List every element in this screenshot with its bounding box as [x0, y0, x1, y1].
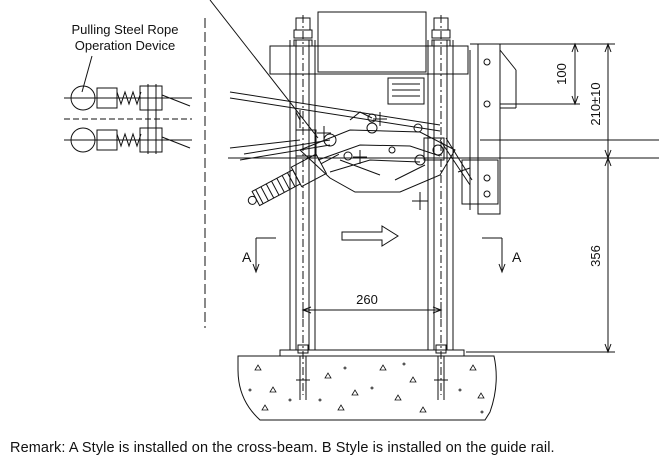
pointer-leader-line	[209, 0, 319, 139]
dimension-vertical-height: 356	[588, 245, 603, 267]
side-bracket	[461, 43, 517, 215]
remark-text: Remark: A Style is installed on the cros…	[10, 440, 555, 456]
callout-line-1: Pulling Steel Rope	[71, 22, 179, 37]
callout-label: Pulling Steel Rope Operation Device	[55, 22, 195, 54]
frame-post-left	[289, 15, 316, 395]
nameplate	[387, 77, 425, 105]
spring-cylinder	[247, 153, 340, 207]
anchor-bolts	[296, 344, 448, 400]
width-dimension	[301, 302, 443, 318]
rope-device-detail	[64, 84, 192, 154]
dimension-hole-spacing: 210±10	[588, 82, 603, 125]
concrete-foundation	[237, 355, 497, 421]
direction-arrow	[341, 225, 399, 247]
dimension-top-offset: 100	[554, 63, 569, 85]
callout-line-2: Operation Device	[74, 38, 176, 53]
section-mark-right	[482, 237, 506, 274]
top-cover	[317, 11, 427, 73]
section-mark-right-label: A	[512, 249, 522, 265]
vertical-dimensions	[466, 42, 615, 354]
top-bolts	[293, 17, 451, 47]
dimension-width: 260	[356, 292, 378, 307]
section-mark-left-label: A	[242, 249, 252, 265]
concrete-aggregate	[248, 362, 485, 414]
top-plate	[269, 45, 469, 75]
switch-mechanism	[295, 111, 456, 210]
frame-post-right	[427, 15, 454, 395]
section-mark-left	[252, 237, 276, 274]
